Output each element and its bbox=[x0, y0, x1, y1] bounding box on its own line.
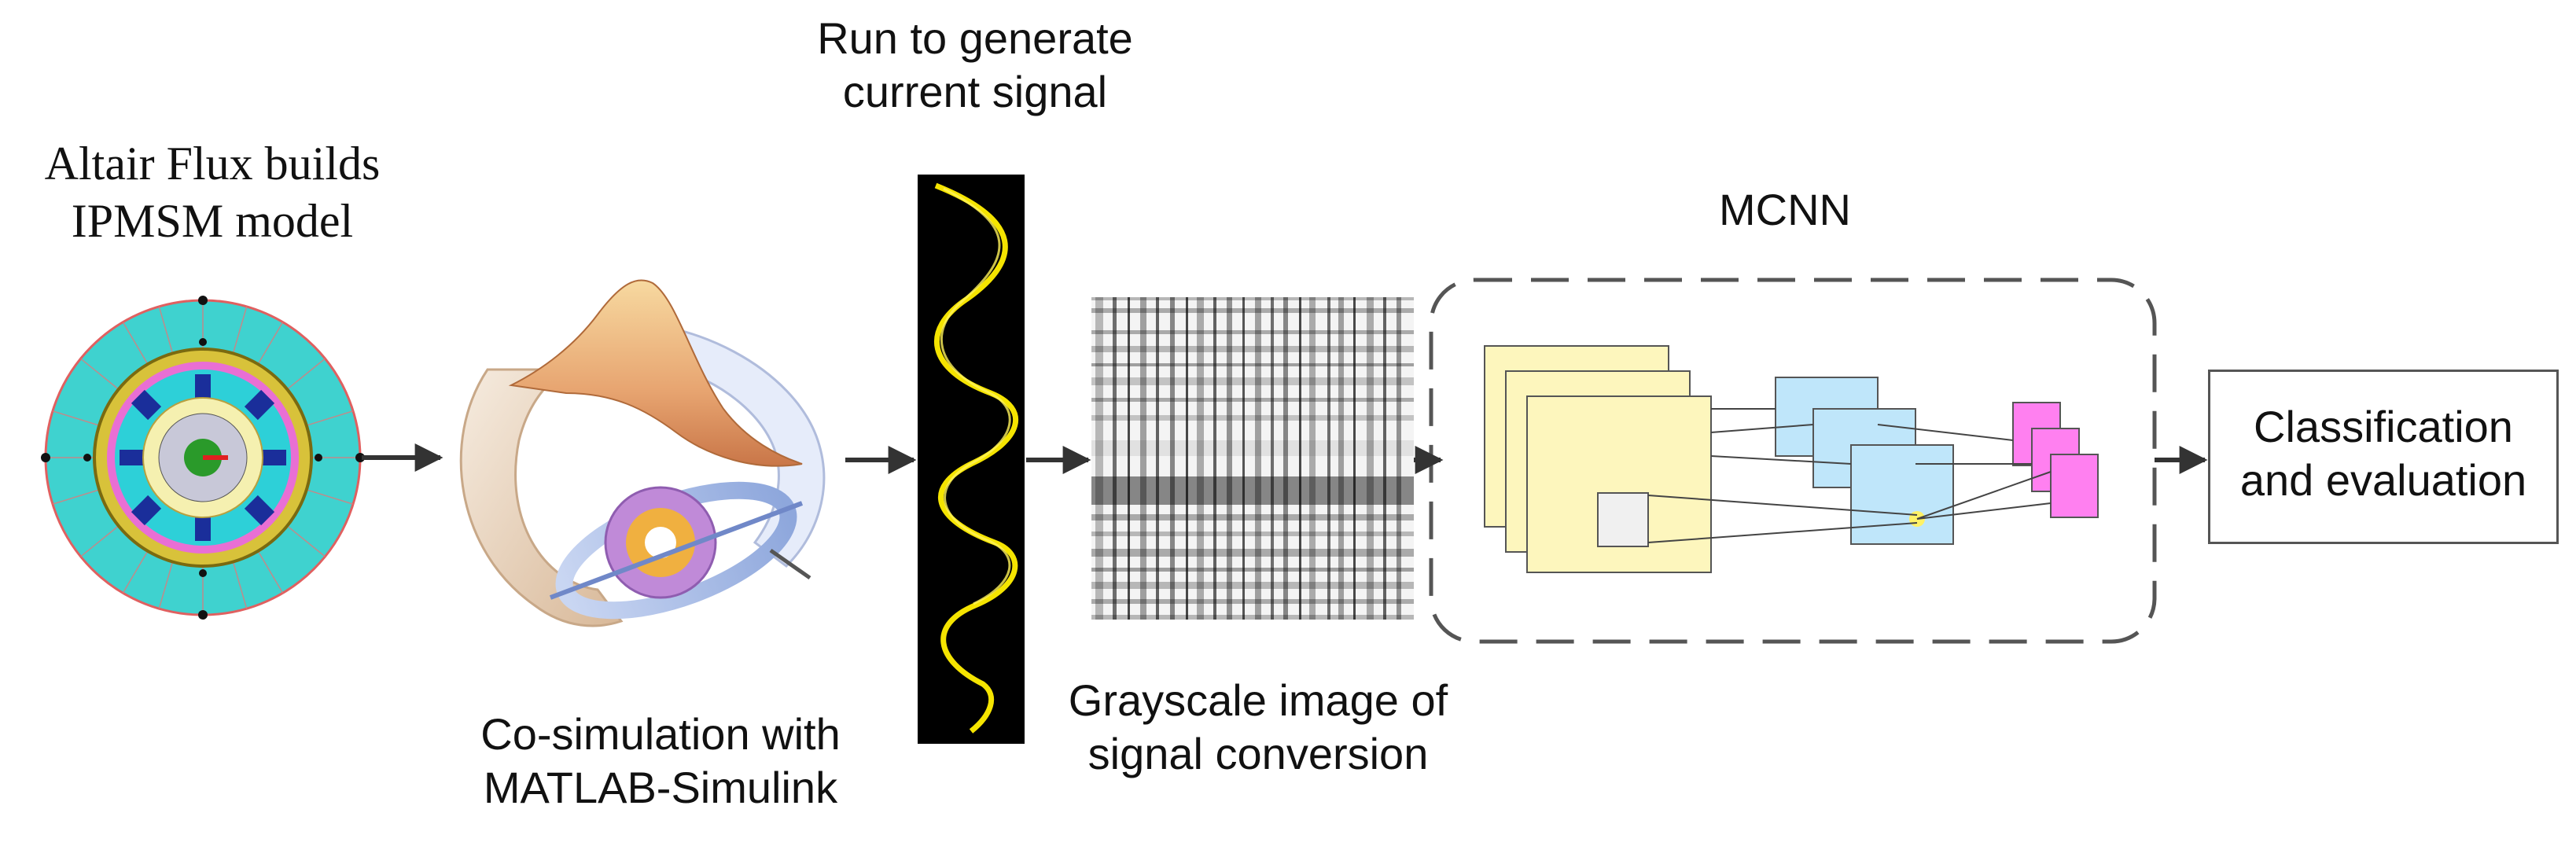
classification-label-line1: Classification bbox=[2254, 402, 2513, 451]
run-label-line1: Run to generate bbox=[817, 13, 1133, 63]
classification-label-line2: and evaluation bbox=[2239, 455, 2527, 506]
feature-map-mid-3 bbox=[1850, 444, 1954, 545]
flux-label: Altair Flux builds IPMSM model bbox=[8, 135, 417, 250]
cosim-label-line2: MATLAB-Simulink bbox=[483, 763, 838, 813]
classification-box: Classification and evaluation bbox=[2208, 370, 2559, 544]
grayscale-label: Grayscale image of signal conversion bbox=[1014, 674, 1502, 782]
grayscale-image bbox=[1091, 297, 1414, 620]
motor-magnets bbox=[120, 374, 286, 541]
ipmsm-motor-mesh-icon bbox=[41, 296, 365, 620]
flow-arrows bbox=[362, 443, 2208, 474]
cosim-label-line1: Co-simulation with bbox=[480, 709, 841, 759]
mcnn-feature-maps bbox=[1484, 345, 2099, 573]
feature-map-connectors bbox=[1647, 408, 2052, 543]
run-label: Run to generate current signal bbox=[739, 12, 1211, 120]
classification-label: Classification and evaluation bbox=[2210, 400, 2556, 508]
conv-kernel bbox=[1597, 492, 1649, 547]
matlab-simulink-logo-icon bbox=[459, 279, 826, 627]
cosim-label: Co-simulation with MATLAB-Simulink bbox=[409, 708, 912, 815]
grayscale-label-line2: signal conversion bbox=[1087, 729, 1429, 779]
run-label-line2: current signal bbox=[842, 67, 1108, 117]
current-signal-waveform bbox=[918, 175, 1025, 744]
feature-map-small-3 bbox=[2050, 454, 2099, 518]
mcnn-label: MCNN bbox=[1667, 183, 1903, 237]
flux-label-line2: IPMSM model bbox=[71, 195, 354, 248]
mcnn-label-text: MCNN bbox=[1719, 185, 1851, 234]
flux-label-line1: Altair Flux builds bbox=[44, 138, 381, 189]
grayscale-label-line1: Grayscale image of bbox=[1068, 675, 1448, 725]
motor-boundary-points bbox=[41, 296, 365, 620]
